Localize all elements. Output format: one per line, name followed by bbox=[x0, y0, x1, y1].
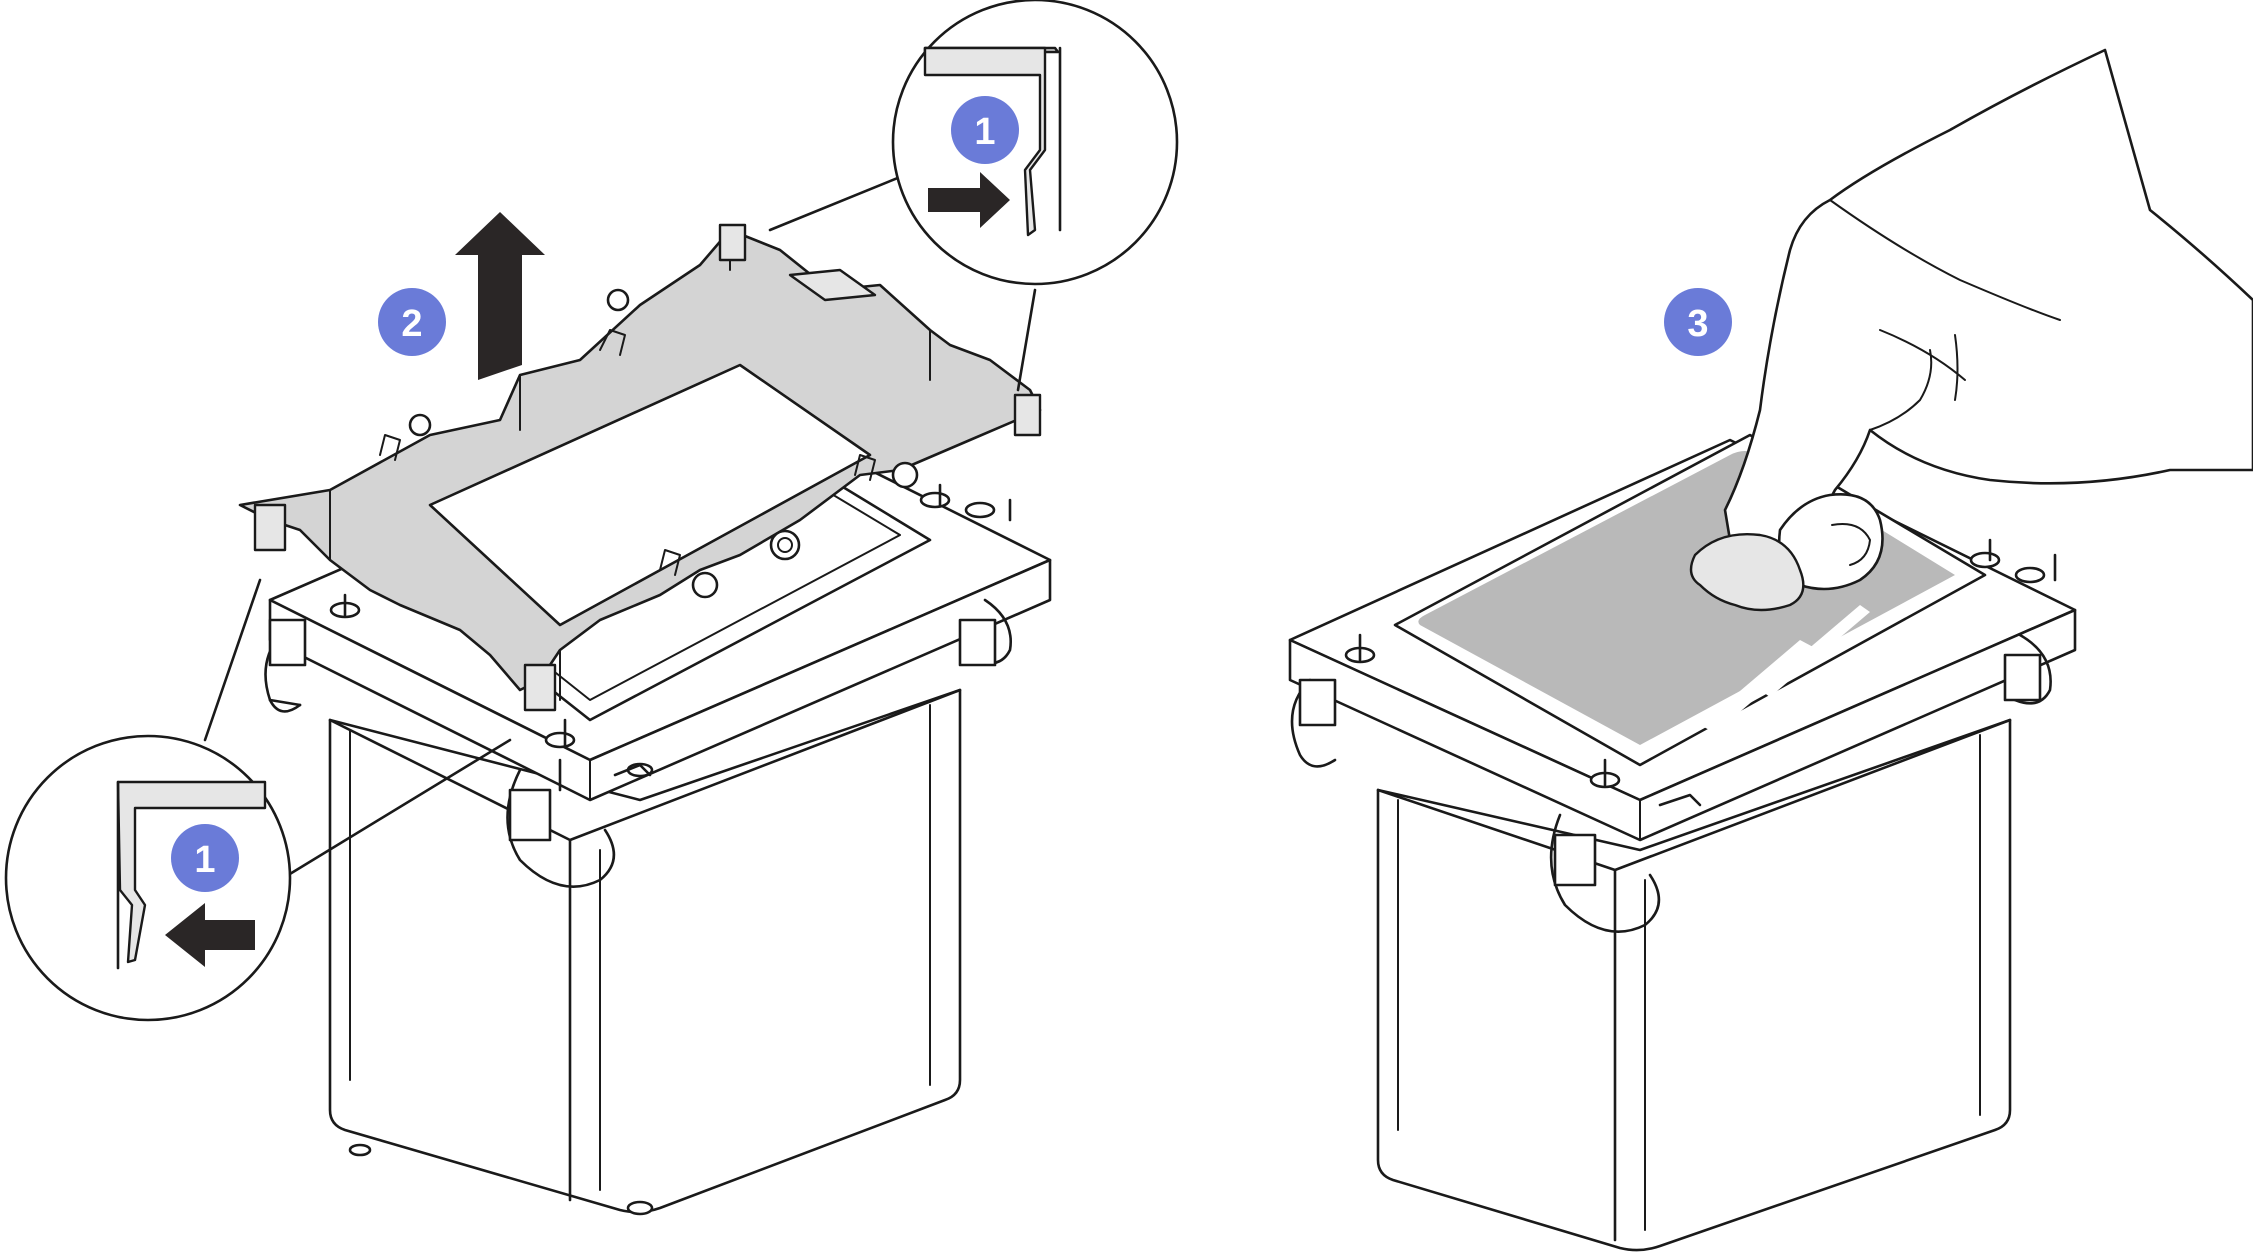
arrow-right-icon bbox=[928, 172, 1010, 228]
step-badge-2: 2 bbox=[378, 288, 446, 356]
step-badge-label: 3 bbox=[1687, 303, 1708, 345]
left-wire-bails bbox=[264, 598, 1013, 888]
step-badge-label: 2 bbox=[401, 303, 422, 345]
callout-top bbox=[768, 0, 1179, 392]
left-heatsink-assembly bbox=[238, 223, 1052, 1216]
right-heatsink-body bbox=[1376, 718, 2012, 1252]
callout-bottom-latch bbox=[116, 780, 267, 970]
hand-with-cleaning-pad bbox=[1689, 48, 2253, 612]
callout-bottom bbox=[4, 578, 512, 1022]
arrow-left-icon bbox=[165, 903, 255, 967]
step-badge-1-top: 1 bbox=[951, 96, 1019, 164]
right-wire-bails bbox=[1290, 633, 2052, 933]
arrow-up-icon bbox=[455, 212, 545, 380]
right-heatsink-assembly bbox=[1288, 418, 2077, 1252]
left-heatsink-body bbox=[328, 688, 962, 1216]
callout-top-latch bbox=[923, 46, 1062, 237]
cleaning-pad bbox=[1689, 533, 1805, 612]
step-badge-3: 3 bbox=[1664, 288, 1732, 356]
step-badge-label: 1 bbox=[974, 111, 995, 153]
step-badge-label: 1 bbox=[194, 839, 215, 881]
left-processor-carrier bbox=[238, 223, 1042, 712]
step-badge-1-bottom: 1 bbox=[171, 824, 239, 892]
